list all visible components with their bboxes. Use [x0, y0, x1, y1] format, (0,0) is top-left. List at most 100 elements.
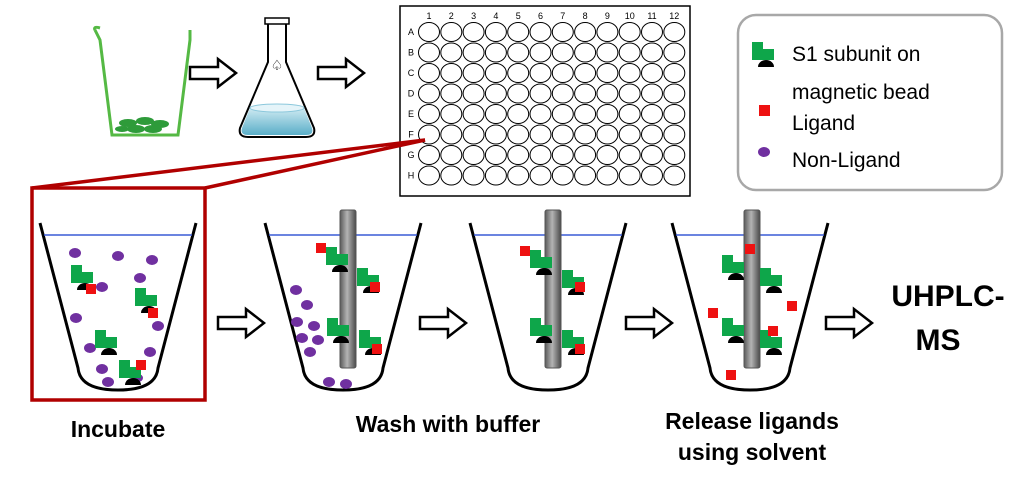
- label-uhplc-line2: MS: [916, 324, 961, 357]
- plate-row-label: F: [408, 130, 414, 140]
- highlight-box: [30, 186, 207, 402]
- plate-well: [507, 145, 530, 165]
- plate-well: [418, 145, 440, 165]
- plate-column-label: 5: [516, 11, 521, 21]
- plate-well: [507, 83, 530, 104]
- plate-row-label: E: [408, 109, 414, 119]
- plate-well: [641, 83, 663, 104]
- plate-well: [618, 145, 641, 165]
- plate-wells: [418, 22, 686, 186]
- plate-well: [507, 22, 530, 42]
- plate-well: [663, 145, 686, 165]
- plate-well: [462, 42, 485, 63]
- plate-well: [618, 42, 641, 63]
- plate-well: [418, 22, 440, 42]
- plate-well: [529, 83, 552, 104]
- plate-row-label: B: [408, 48, 414, 58]
- plate-well: [484, 165, 507, 186]
- tube-washed: [468, 209, 628, 392]
- legend-box: [736, 13, 1004, 192]
- plate-well: [574, 83, 597, 104]
- plate-column-label: 4: [493, 11, 498, 21]
- plate-well: [462, 124, 485, 145]
- plate-well: [663, 22, 686, 42]
- plate-well: [574, 63, 597, 83]
- plate-well: [529, 42, 552, 63]
- plate-well: [507, 63, 530, 83]
- zoom-highlight: [30, 138, 426, 402]
- plate-column-label: 6: [538, 11, 543, 21]
- plate-well: [641, 165, 663, 186]
- plate-well: [529, 63, 552, 83]
- plate-row-label: A: [408, 27, 414, 37]
- plate-column-label: 3: [471, 11, 476, 21]
- plate-well: [507, 124, 530, 145]
- plate-row-label: H: [408, 171, 415, 181]
- magnetic-rod: [339, 209, 357, 369]
- plate-well: [663, 124, 686, 145]
- plate-well: [641, 145, 663, 165]
- plate-well: [663, 104, 686, 124]
- flask-symbol-icon: ♤: [271, 58, 284, 74]
- plate-well: [574, 165, 597, 186]
- plate-well: [440, 42, 463, 63]
- plate-well: [440, 165, 463, 186]
- plate-well: [462, 165, 485, 186]
- plate-well: [574, 104, 597, 124]
- plate-well: [596, 22, 619, 42]
- tube-wash: [263, 209, 423, 392]
- label-release-line2: using solvent: [678, 439, 827, 465]
- legend-non-ligand: Non-Ligand: [792, 149, 901, 172]
- arrow-beaker-to-flask: [188, 57, 238, 89]
- plate-column-label: 1: [426, 11, 431, 21]
- plate-well: [596, 145, 619, 165]
- plate-well: [663, 63, 686, 83]
- plate-well: [484, 145, 507, 165]
- arrow-incubate-to-wash: [216, 307, 266, 339]
- plate-well: [529, 104, 552, 124]
- plate-well: [484, 104, 507, 124]
- plate-column-label: 9: [605, 11, 610, 21]
- plate-well: [618, 124, 641, 145]
- plate-well: [551, 63, 574, 83]
- legend-s1-line1: S1 subunit on: [792, 43, 920, 66]
- plate-well: [440, 63, 463, 83]
- plate-well: [484, 22, 507, 42]
- plate-column-label: 2: [449, 11, 454, 21]
- plate-well: [618, 165, 641, 186]
- arrow-wash-to-release-2: [624, 307, 674, 339]
- erlenmeyer-flask: ♤: [238, 17, 316, 138]
- plate-well: [418, 83, 440, 104]
- plate-well: [529, 145, 552, 165]
- tube-incubate: [38, 222, 198, 392]
- arrow-flask-to-plate: [316, 57, 366, 89]
- plate-well: [641, 22, 663, 42]
- tube-release: [670, 209, 830, 392]
- plate-well: [440, 83, 463, 104]
- plate-well: [551, 124, 574, 145]
- plate-well: [551, 104, 574, 124]
- plate-well: [663, 165, 686, 186]
- plate-well: [618, 83, 641, 104]
- plate-well: [551, 42, 574, 63]
- plate-well: [529, 124, 552, 145]
- plate-well: [596, 42, 619, 63]
- plate-well: [663, 83, 686, 104]
- plate-row-label: D: [408, 89, 415, 99]
- non-ligand-icon: [758, 147, 770, 157]
- plate-well: [596, 83, 619, 104]
- arrow-wash-to-release-1: [418, 307, 468, 339]
- plate-column-label: 8: [583, 11, 588, 21]
- plate-well: [462, 104, 485, 124]
- plate-well: [641, 63, 663, 83]
- plate-well: [596, 165, 619, 186]
- plate-well: [574, 145, 597, 165]
- plate-column-label: 11: [647, 11, 656, 21]
- plate-well: [462, 145, 485, 165]
- plate-column-label: 10: [625, 11, 635, 21]
- plate-well: [507, 42, 530, 63]
- plate-well: [618, 63, 641, 83]
